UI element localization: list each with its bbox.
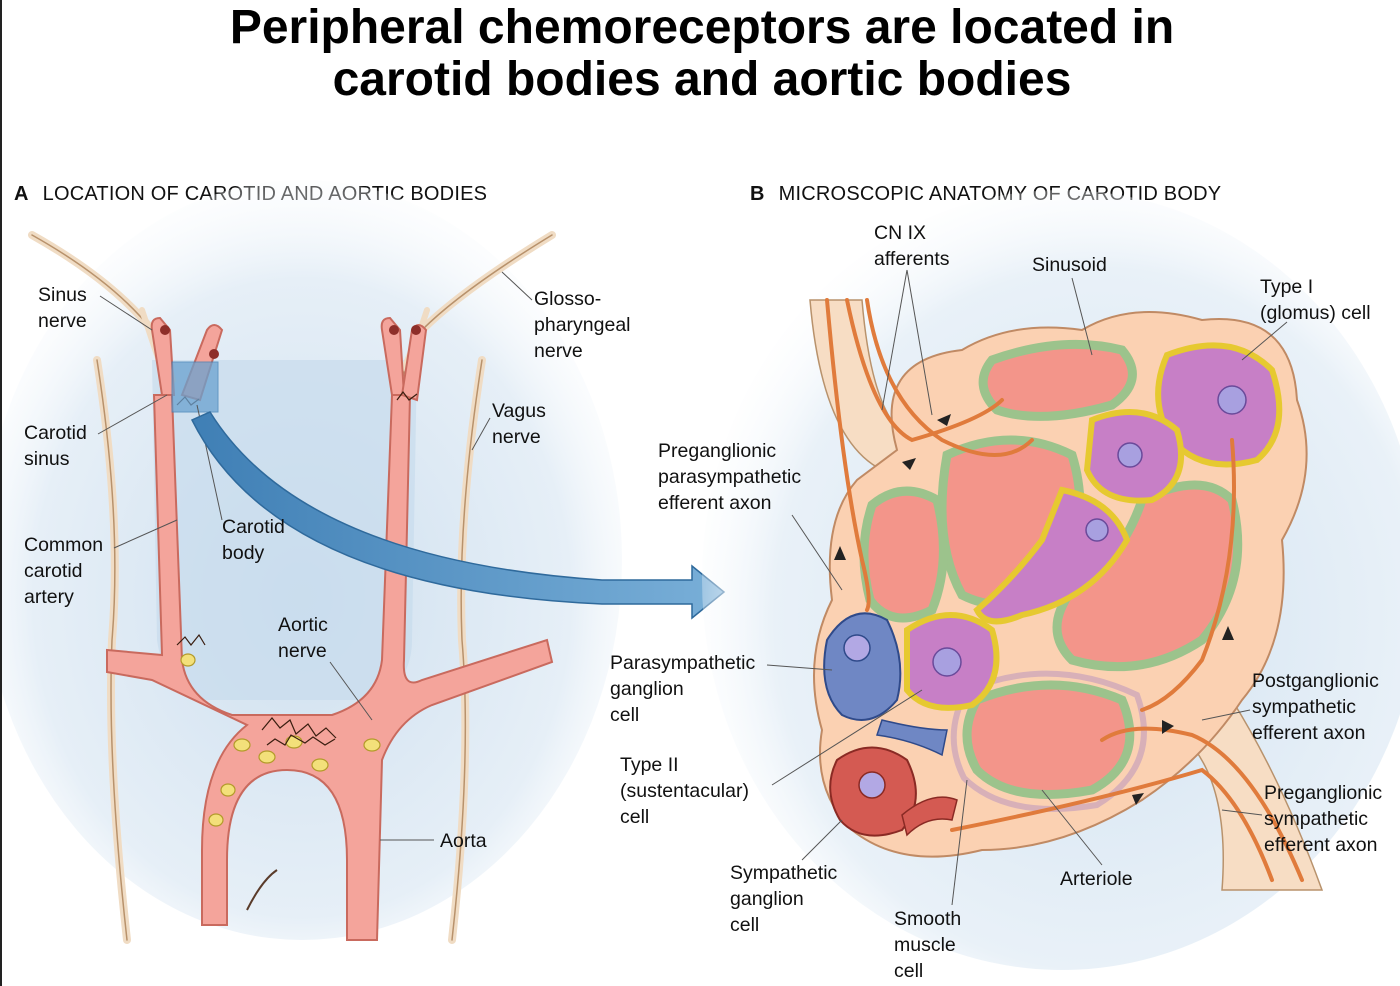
label-glossopharyngeal-nerve: Glosso- pharyngeal nerve (534, 288, 631, 362)
panel-b-direction-arrows (834, 414, 1234, 805)
right-external-carotid-lumen (411, 325, 421, 335)
label-type-i-cell: Type I (glomus) cell (1260, 276, 1371, 324)
carotid-body-highlight (171, 361, 219, 413)
label-sinus-nerve: Sinus nerve (38, 284, 87, 332)
type-i-cell-4-nucleus (932, 647, 962, 677)
aorta-and-carotids (106, 394, 554, 941)
arteriole-lumen (962, 680, 1135, 799)
label-preganglionic-parasympathetic: Preganglionic parasympathetic efferent a… (658, 440, 802, 514)
label-preganglionic-sympathetic: Preganglionic sympathetic efferent axon (1264, 782, 1383, 856)
sinusoid-1 (978, 339, 1137, 421)
type-i-cell-1-nucleus (1217, 385, 1247, 415)
label-sympathetic-ganglion-cell: Sympathetic ganglion cell (730, 862, 838, 936)
type-i-cell-3-nucleus (1085, 518, 1109, 542)
sinusoid-3 (859, 486, 948, 623)
label-vagus-nerve: Vagus nerve (492, 400, 546, 448)
panel-b-axons (825, 298, 1304, 882)
panel-a-nerves (28, 231, 556, 944)
left-external-carotid-lumen (209, 349, 219, 359)
panel-b-illustration (702, 190, 1400, 970)
type-i-cells (904, 342, 1283, 711)
left-internal-carotid-lumen (160, 325, 170, 335)
label-parasympathetic-ganglion-cell: Parasympathetic ganglion cell (610, 652, 756, 726)
aorta-small-branch (246, 869, 278, 911)
label-carotid-body: Carotid body (222, 516, 285, 564)
title-line-1: Peripheral chemoreceptors are located in (229, 1, 1175, 54)
curved-arrow-icon (190, 411, 726, 620)
right-internal-carotid-lumen (389, 325, 399, 335)
label-aortic-nerve: Aortic nerve (278, 614, 328, 662)
panel-a-letter: A (14, 183, 29, 205)
sympathetic-ganglion-cell-shape (829, 746, 958, 837)
label-sinusoid: Sinusoid (1032, 254, 1107, 276)
slide-title: Peripheral chemoreceptors are located in… (42, 2, 1362, 106)
label-carotid-sinus: Carotid sinus (24, 422, 87, 470)
panel-b-letter: B (750, 183, 765, 205)
label-smooth-muscle-cell: Smooth muscle cell (894, 908, 962, 982)
title-line-2: carotid bodies and aortic bodies (332, 53, 1072, 106)
label-postganglionic-sympathetic: Postganglionic sympathetic efferent axon (1252, 670, 1379, 744)
arteriole-smooth-muscle-ring (950, 670, 1147, 812)
label-arteriole: Arteriole (1060, 868, 1133, 890)
label-aorta: Aorta (440, 830, 487, 852)
panel-b-leader-lines (766, 269, 1288, 906)
label-type-ii-cell: Type II (sustentacular) cell (620, 754, 749, 828)
label-cn-ix-afferents: CN IX afferents (874, 222, 950, 270)
label-common-carotid-artery: Common carotid artery (24, 534, 104, 608)
panel-a-illustration (2, 180, 726, 944)
type-i-cell-2-nucleus (1117, 442, 1143, 468)
parasympathetic-ganglion-cell-shape (823, 612, 948, 757)
